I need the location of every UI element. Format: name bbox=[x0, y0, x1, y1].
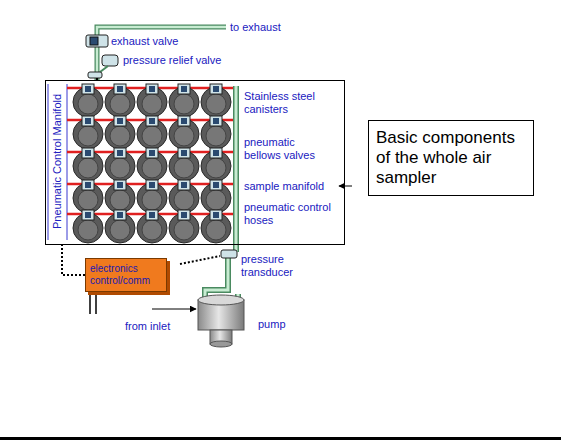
canister bbox=[73, 148, 103, 181]
electronics-box: electronics control/comm bbox=[85, 258, 167, 292]
canister bbox=[137, 210, 167, 243]
canister bbox=[105, 210, 135, 243]
control-manifold-lines bbox=[48, 84, 67, 240]
canister bbox=[105, 180, 135, 213]
canister bbox=[105, 148, 135, 181]
vertical-label: Pneumatic Control Manifold bbox=[52, 93, 65, 228]
canister bbox=[201, 84, 231, 117]
relief-port bbox=[88, 72, 102, 78]
pump-symbol bbox=[198, 295, 244, 347]
canister bbox=[169, 210, 199, 243]
part-label: from inlet bbox=[125, 320, 170, 333]
canister bbox=[201, 180, 231, 213]
canister bbox=[169, 116, 199, 149]
manifold-enclosure: Pneumatic Control Manifold bbox=[45, 80, 345, 245]
caption-box: Basic components of the whole air sample… bbox=[368, 120, 534, 196]
canister bbox=[105, 116, 135, 149]
sample-manifold-pipe bbox=[205, 86, 238, 300]
part-label: pump bbox=[258, 318, 286, 331]
canister bbox=[201, 148, 231, 181]
part-label: pressure transducer bbox=[241, 253, 311, 279]
exhaust-valve-symbol bbox=[86, 35, 108, 47]
canister bbox=[201, 116, 231, 149]
part-label: pressure relief valve bbox=[123, 54, 221, 67]
canister bbox=[201, 210, 231, 243]
canister bbox=[105, 84, 135, 117]
canister bbox=[73, 84, 103, 117]
part-label: to exhaust bbox=[230, 21, 281, 34]
page-rule bbox=[0, 437, 561, 440]
exhaust-pipe bbox=[97, 27, 226, 80]
canister bbox=[137, 116, 167, 149]
part-label: exhaust valve bbox=[111, 35, 178, 48]
part-label: Stainless steel canisters bbox=[244, 90, 336, 116]
part-label: pneumatic bellows valves bbox=[244, 136, 334, 162]
leader-arrow bbox=[339, 186, 352, 187]
canister bbox=[169, 84, 199, 117]
canister bbox=[73, 180, 103, 213]
canister bbox=[73, 210, 103, 243]
canister bbox=[73, 116, 103, 149]
canister-grid bbox=[67, 84, 236, 243]
canister bbox=[137, 180, 167, 213]
node-text: Basic components of the whole air sample… bbox=[376, 128, 526, 188]
relief-valve-symbol bbox=[100, 55, 118, 72]
signal-wire bbox=[180, 256, 220, 264]
node-text: electronics control/comm bbox=[90, 263, 162, 287]
pressure-transducer-symbol bbox=[221, 250, 237, 258]
canister bbox=[137, 148, 167, 181]
part-label: sample manifold bbox=[244, 180, 324, 193]
canister bbox=[169, 148, 199, 181]
signal-connector bbox=[62, 245, 85, 275]
inlet-arrow bbox=[152, 309, 196, 310]
canister bbox=[137, 84, 167, 117]
part-label: pneumatic control hoses bbox=[244, 201, 332, 227]
canister bbox=[169, 180, 199, 213]
